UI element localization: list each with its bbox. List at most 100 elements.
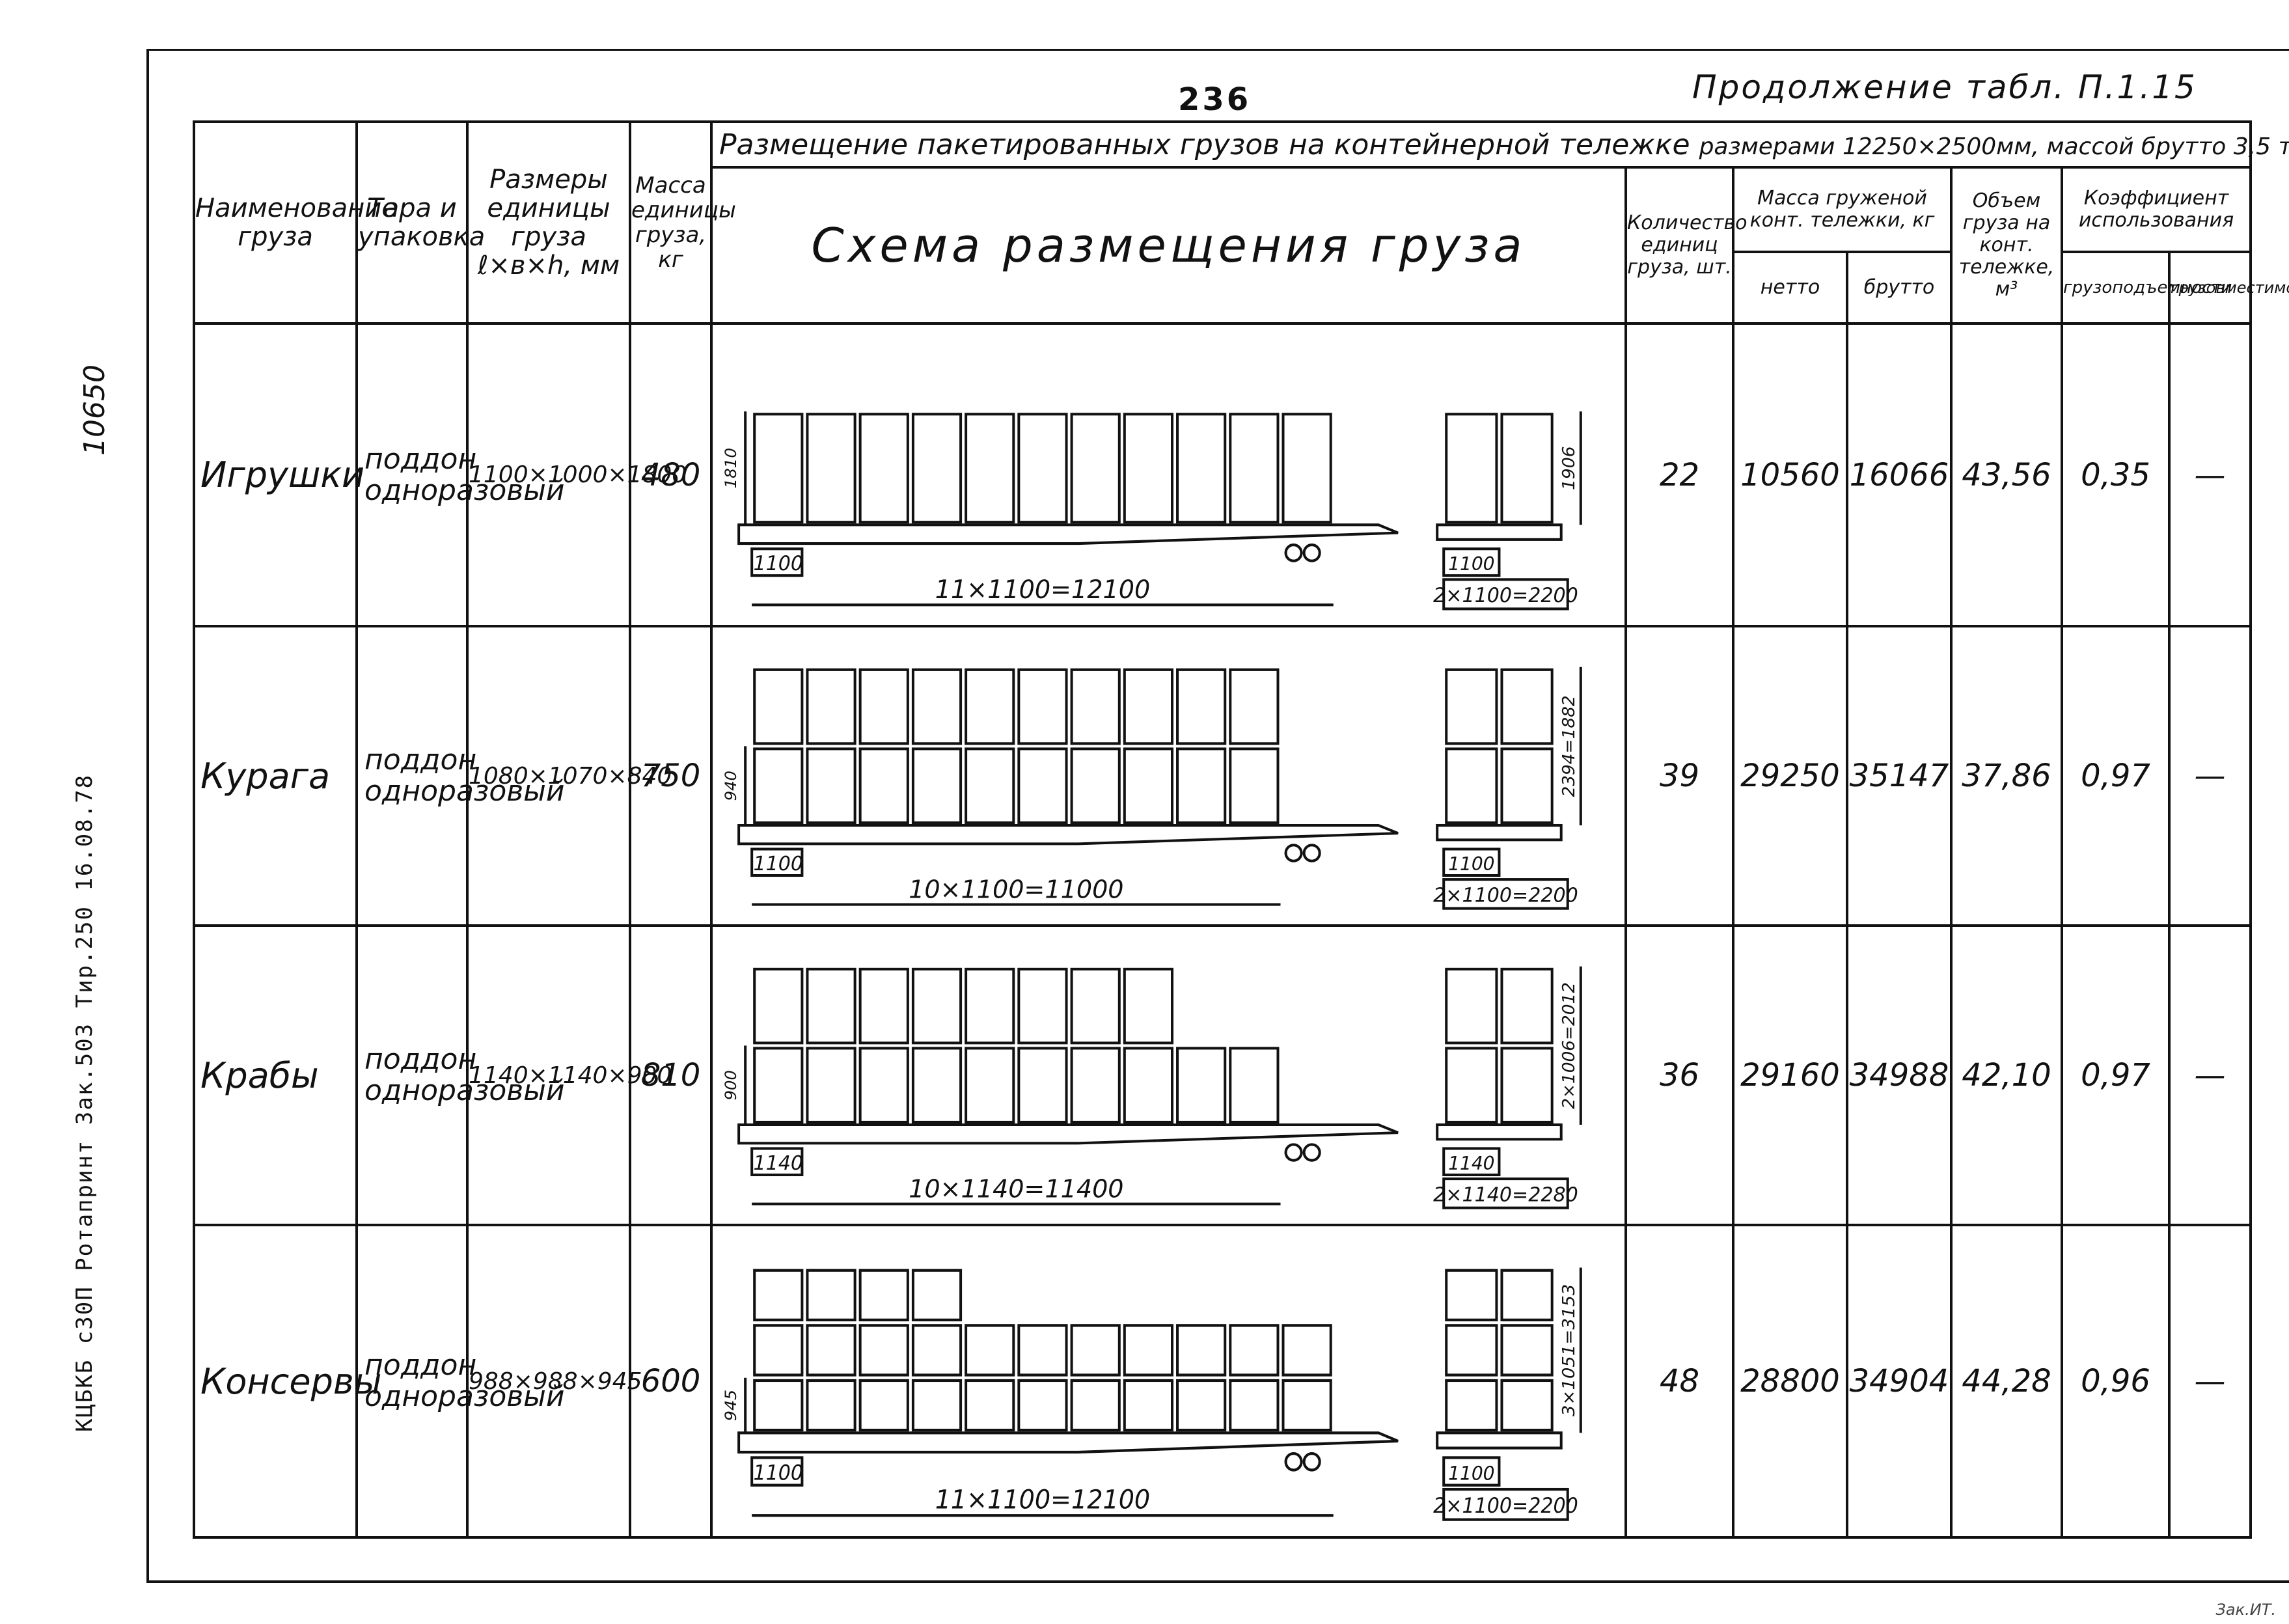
cargo-pack bbox=[858, 747, 909, 824]
unit-count: 48 bbox=[1624, 1224, 1734, 1539]
end-unit-label: 1100 bbox=[1448, 1462, 1494, 1485]
coef-capacity: — bbox=[2167, 322, 2253, 627]
end-view-pack bbox=[1500, 668, 1554, 745]
cargo-pack bbox=[1176, 1324, 1227, 1377]
cargo-pack bbox=[1070, 1047, 1121, 1123]
cargo-pack bbox=[806, 967, 857, 1045]
cargo-pack bbox=[1229, 668, 1280, 745]
cargo-name: Игрушки bbox=[193, 322, 364, 627]
gross-mass: 16066 bbox=[1846, 322, 1953, 627]
end-view-platform bbox=[1436, 1123, 1563, 1141]
tare-type: поддон одноразовый bbox=[355, 1224, 565, 1539]
cargo-pack bbox=[858, 1379, 909, 1432]
unit-dimension-box bbox=[750, 547, 804, 577]
cargo-name: Консервы bbox=[193, 1224, 381, 1539]
header-cart-mass: Масса груженой конт. тележки, кг bbox=[1732, 166, 1953, 253]
unit-count: 22 bbox=[1624, 322, 1734, 627]
net-mass: 28800 bbox=[1732, 1224, 1848, 1539]
unit-dimensions: 1140×1140×900 bbox=[466, 924, 672, 1226]
cargo-pack bbox=[806, 1269, 857, 1321]
unit-length-label: 1100 bbox=[754, 853, 804, 875]
unit-length-label: 1100 bbox=[754, 553, 804, 575]
total-height-label: 2394=1882 bbox=[1559, 695, 1579, 797]
coef-capacity: — bbox=[2167, 924, 2253, 1226]
pack-height-label: 1810 bbox=[721, 448, 740, 489]
cargo-pack bbox=[753, 1379, 804, 1432]
end-unit-dimension-box bbox=[1442, 1456, 1501, 1487]
section-title-main: Размещение пакетированных грузов на конт… bbox=[719, 128, 1690, 161]
cargo-pack bbox=[806, 413, 857, 524]
end-view-platform bbox=[1436, 1431, 1563, 1450]
wheel-icon bbox=[1284, 1143, 1303, 1162]
cargo-pack bbox=[965, 967, 1015, 1045]
cargo-pack bbox=[806, 668, 857, 745]
cargo-pack bbox=[858, 967, 909, 1045]
cargo-pack bbox=[858, 1047, 909, 1123]
total-height-label: 2×1006=2012 bbox=[1559, 982, 1579, 1109]
cargo-pack bbox=[753, 967, 804, 1045]
cargo-pack bbox=[1229, 1379, 1280, 1432]
section-title-tail: размерами 12250×2500мм, массой брутто 3,… bbox=[1699, 133, 2289, 160]
cargo-pack bbox=[1070, 1379, 1121, 1432]
end-view-pack bbox=[1445, 1324, 1498, 1377]
coef-load: 0,96 bbox=[2061, 1224, 2171, 1539]
cargo-pack bbox=[753, 1324, 804, 1377]
cargo-pack bbox=[858, 668, 909, 745]
end-unit-dimension-box bbox=[1442, 547, 1501, 577]
gross-mass: 35147 bbox=[1846, 625, 1953, 927]
wheel-icon bbox=[1302, 1143, 1321, 1162]
cargo-pack bbox=[1017, 1047, 1068, 1123]
pack-height-label: 945 bbox=[722, 1390, 740, 1421]
cargo-pack bbox=[1176, 1047, 1227, 1123]
trailer-platform bbox=[737, 1123, 1399, 1145]
end-width-label: 2×1100=2200 bbox=[1433, 1494, 1578, 1518]
unit-count: 39 bbox=[1624, 625, 1734, 927]
header-section-title: Размещение пакетированных грузов на конт… bbox=[709, 120, 2289, 169]
header-tare: Тара и упаковка bbox=[355, 120, 485, 325]
unit-dimension-box bbox=[750, 847, 804, 877]
wheel-icon bbox=[1284, 544, 1303, 562]
table-row: Курага поддон одноразовый 1080×1070×840 … bbox=[193, 625, 2253, 927]
coef-capacity: — bbox=[2167, 625, 2253, 927]
cargo-pack bbox=[1176, 413, 1227, 524]
cargo-pack bbox=[965, 413, 1015, 524]
end-view-pack bbox=[1500, 1269, 1554, 1321]
end-view-pack bbox=[1500, 1379, 1554, 1432]
cargo-pack bbox=[965, 1324, 1015, 1377]
cargo-pack bbox=[911, 1269, 963, 1321]
header-unit-count: Количество единиц груза, шт. bbox=[1624, 166, 1748, 325]
end-view-pack bbox=[1445, 967, 1498, 1045]
page-frame bbox=[146, 49, 2289, 1583]
total-length-label: 10×1100=11000 bbox=[909, 875, 1123, 904]
header-placement-scheme: Схема размещения груза bbox=[710, 166, 1627, 325]
unit-dimensions: 988×988×945 bbox=[466, 1224, 642, 1539]
cargo-pack bbox=[806, 1324, 857, 1377]
end-width-label: 2×1100=2200 bbox=[1433, 884, 1578, 907]
end-view-pack bbox=[1500, 413, 1554, 524]
wheel-icon bbox=[1302, 844, 1321, 862]
cargo-pack bbox=[1017, 747, 1068, 824]
end-view-pack bbox=[1500, 1324, 1554, 1377]
total-length-label: 11×1100=12100 bbox=[935, 575, 1151, 605]
pack-height-label: 940 bbox=[722, 771, 740, 801]
coef-load: 0,35 bbox=[2061, 322, 2171, 627]
header-cargo-name: Наименование груза bbox=[193, 120, 398, 325]
unit-count: 36 bbox=[1624, 924, 1734, 1226]
cargo-pack bbox=[1123, 1047, 1174, 1123]
header-unit-dims: Размеры единицы груза ℓ×в×h, мм bbox=[466, 120, 631, 325]
cargo-pack bbox=[1282, 413, 1332, 524]
unit-mass: 810 bbox=[629, 924, 713, 1226]
header-cargo-volume: Объем груза на конт. тележке, м³ bbox=[1950, 166, 2063, 325]
corner-mark: Зак.ИТ. bbox=[2215, 1601, 2276, 1619]
net-mass: 29250 bbox=[1732, 625, 1848, 927]
cargo-pack bbox=[1123, 747, 1174, 824]
unit-mass: 600 bbox=[629, 1224, 713, 1539]
header-gross: брутто bbox=[1846, 251, 1953, 325]
end-unit-label: 1140 bbox=[1448, 1153, 1494, 1174]
table-row: Игрушки поддон одноразовый 1100×1000×180… bbox=[193, 322, 2253, 627]
cargo-pack bbox=[753, 413, 804, 524]
cargo-pack bbox=[858, 1269, 909, 1321]
unit-mass: 480 bbox=[629, 322, 713, 627]
